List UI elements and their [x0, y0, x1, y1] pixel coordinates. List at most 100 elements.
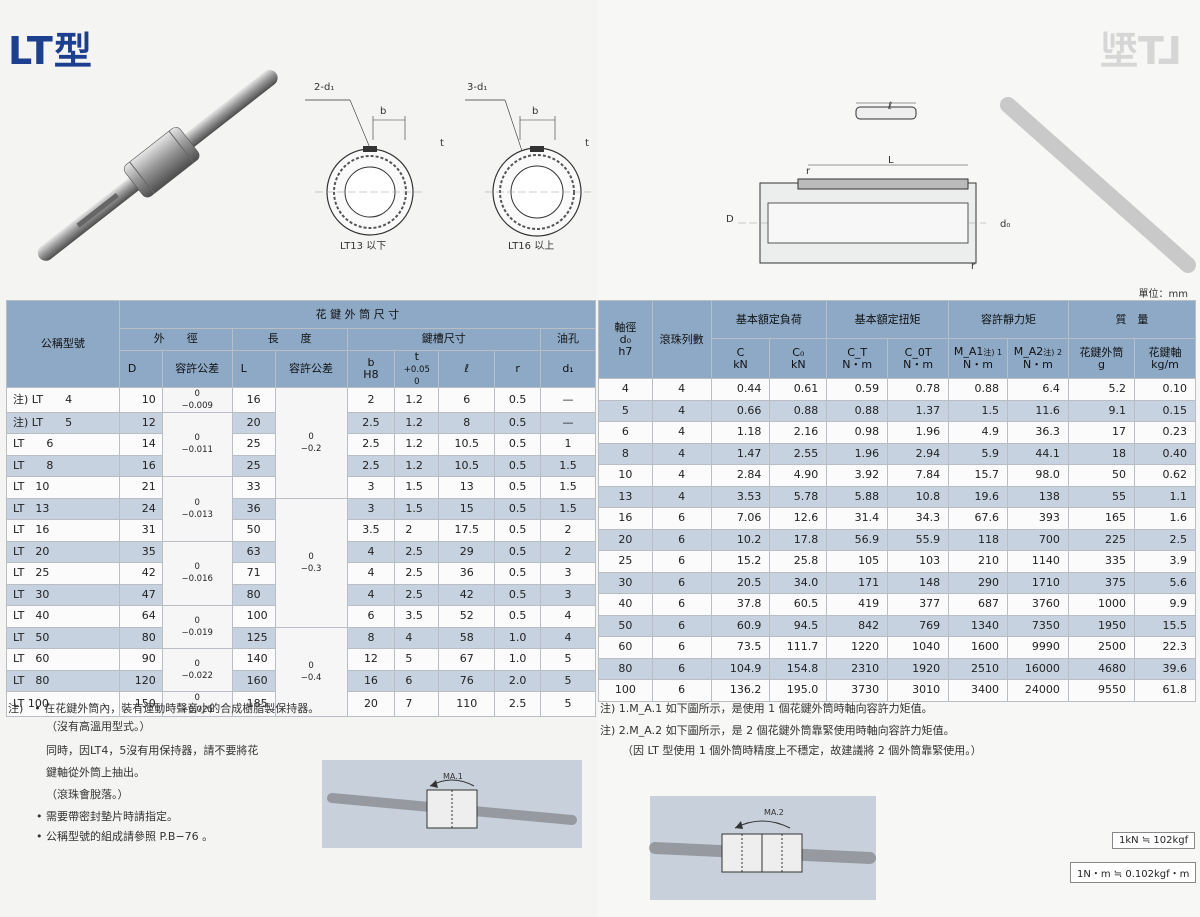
cell-C0T: 1.37: [887, 399, 950, 422]
th-moment: 容許靜力矩: [948, 300, 1069, 339]
cell-model: LT 40: [6, 605, 120, 628]
cell-C: 2.84: [710, 464, 771, 487]
cell-t: 1.2: [394, 433, 440, 456]
label-L: L: [888, 155, 894, 166]
page-title: LT型: [8, 29, 93, 73]
cell-od: 42: [118, 562, 163, 585]
th-load: 基本額定負荷: [710, 300, 828, 339]
cell-MA1: 4.9: [948, 421, 1008, 444]
drawing-assembly: [738, 102, 986, 264]
label-b-1: b: [380, 106, 387, 117]
cell-ms: 1.6: [1133, 507, 1197, 530]
note-line: （沒有高溫用型式。）: [46, 720, 151, 733]
cell-l: 10.5: [438, 454, 496, 477]
cell-CT: 3730: [826, 679, 889, 702]
cell-CT: 1.96: [826, 442, 889, 465]
cell-MA2: 138: [1006, 485, 1069, 508]
cell-b: 2.5: [346, 433, 396, 456]
cell-ms: 2.5: [1133, 528, 1197, 551]
th-mass: 質 量: [1067, 300, 1197, 339]
cell-t: 6: [394, 669, 440, 692]
cell-model: LT 30: [6, 583, 120, 606]
cell-ms: 1.1: [1133, 485, 1197, 508]
label-b-2: b: [532, 106, 539, 117]
cell-C0: 60.5: [769, 593, 828, 616]
cell-b: 20: [346, 691, 396, 717]
cell-t: 1.2: [394, 411, 440, 434]
cell-len: 36: [231, 497, 276, 520]
cell-r: 0.5: [494, 433, 542, 456]
cell-mo: 18: [1067, 442, 1135, 465]
cell-od: 14: [118, 433, 163, 456]
cell-C: 20.5: [710, 571, 771, 594]
cell-C: 3.53: [710, 485, 771, 508]
cell-model: 注) LT 5: [6, 411, 120, 434]
cell-C0: 5.78: [769, 485, 828, 508]
cell-d1: 3: [540, 562, 596, 585]
cell-C0T: 1920: [887, 657, 950, 680]
ghost-title: LT型: [1100, 29, 1182, 73]
cell-d1: 1.5: [540, 454, 596, 477]
th-keyway: 鍵槽尺寸: [346, 328, 542, 351]
cell-l: 42: [438, 583, 496, 606]
th-model: 公稱型號: [6, 300, 120, 388]
th-od-sym: D: [118, 349, 163, 388]
cell-mo: 9.1: [1067, 399, 1135, 422]
cell-C: 1.47: [710, 442, 771, 465]
cell-model: 注) LT 4: [6, 386, 120, 413]
th-torque: 基本額定扭矩: [826, 300, 950, 339]
cell-mo: 2500: [1067, 636, 1135, 659]
cell-CT: 3.92: [826, 464, 889, 487]
cell-od: 150: [118, 691, 163, 717]
cell-r: 1.0: [494, 626, 542, 649]
cell-C0: 0.88: [769, 399, 828, 422]
cell-d1: 5: [540, 669, 596, 692]
cell-model: LT 8: [6, 454, 120, 477]
conversion-nm: 1N・m ≒ 0.102kgf・m: [1070, 862, 1197, 883]
cell-l: 17.5: [438, 519, 496, 542]
th-len-tol: 容許公差: [274, 349, 348, 388]
cell-b: 3.5: [346, 519, 396, 542]
cell-d0: 6: [598, 421, 653, 444]
cell-r: 1.0: [494, 648, 542, 671]
cell-C0: 94.5: [769, 614, 828, 637]
cell-MA2: 98.0: [1006, 464, 1069, 487]
cell-ms: 3.9: [1133, 550, 1197, 573]
cell-C: 37.8: [710, 593, 771, 616]
cell-d1: 5: [540, 691, 596, 717]
cell-l: 67: [438, 648, 496, 671]
label-lt16: LT16 以上: [508, 241, 555, 252]
label-2d1: 2-d₁: [314, 82, 335, 93]
cell-l: 76: [438, 669, 496, 692]
cell-n: 4: [651, 378, 712, 401]
cell-MA2: 44.1: [1006, 442, 1069, 465]
cell-l: 110: [438, 691, 496, 717]
label-3d1: 3-d₁: [467, 82, 488, 93]
cell-CT: 0.88: [826, 399, 889, 422]
cell-ms: 39.6: [1133, 657, 1197, 680]
label-t-1: t: [440, 138, 444, 149]
th-od: 外 徑: [118, 328, 233, 351]
cell-MA2: 24000: [1006, 679, 1069, 702]
note-line: （因 LT 型使用 1 個外筒時精度上不穩定，故建議將 2 個外筒靠緊使用。）: [622, 744, 982, 757]
cell-d0: 100: [598, 679, 653, 702]
note-line: 注) 1.M_A.1 如下圖所示，是使用 1 個花鍵外筒時軸向容許力矩值。: [600, 702, 933, 715]
cell-b: 3: [346, 476, 396, 499]
cell-C0: 4.90: [769, 464, 828, 487]
th-l: ℓ: [438, 349, 496, 388]
cell-t: 1.2: [394, 386, 440, 413]
cell-l: 29: [438, 540, 496, 563]
left-page: LT型 2-d₁ b t LT13 以下: [0, 0, 598, 917]
label-lt13: LT13 以下: [340, 241, 387, 252]
cell-len-tolerance: 0−0.3: [274, 497, 348, 628]
cell-len: 80: [231, 583, 276, 606]
cell-r: 0.5: [494, 411, 542, 434]
note-line: 注) 2.M_A.2 如下圖所示，是 2 個花鍵外筒靠緊使用時軸向容許力矩值。: [600, 724, 955, 737]
